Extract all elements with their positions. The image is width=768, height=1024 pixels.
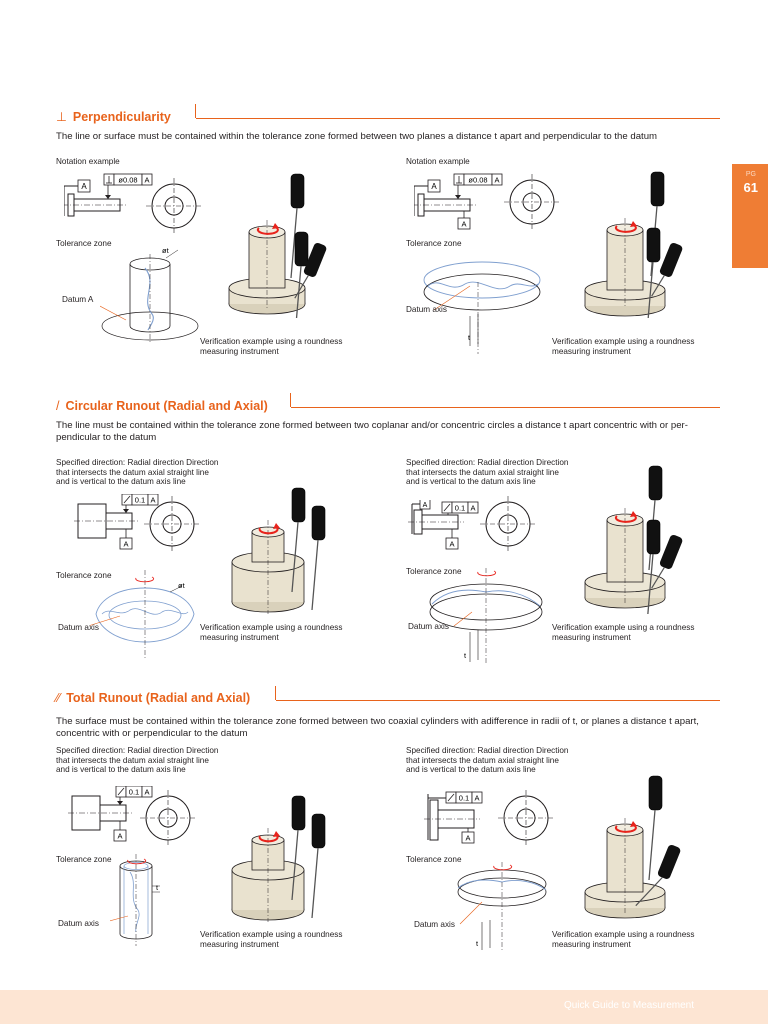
- page-tab: [732, 164, 768, 268]
- svg-text:t: t: [468, 333, 471, 342]
- datum-axis-label: Datum axis: [408, 622, 449, 631]
- tolerance-zone-label: Tolerance zone: [406, 239, 462, 248]
- svg-text:A: A: [470, 504, 475, 513]
- section-rule-tick: [275, 686, 276, 700]
- section-description: The surface must be contained within the…: [56, 716, 699, 739]
- notation-example-label: Notation example: [406, 157, 470, 166]
- verification-instrument-drawing: [228, 173, 327, 318]
- notation-drawing: A: [414, 173, 503, 230]
- section-title-perpendicularity: ⊥Perpendicularity: [56, 110, 171, 124]
- circular-runout-symbol-icon: /: [56, 399, 60, 413]
- notation-drawing: A 0.1 A A: [408, 500, 479, 550]
- datum-axis-label: Datum axis: [58, 919, 99, 928]
- svg-text:øt: øt: [178, 581, 186, 590]
- specified-direction-text: Specified direction: Radial direction Di…: [406, 746, 569, 775]
- section-title-total-runout: ⁄⁄Total Runout (Radial and Axial): [56, 691, 251, 705]
- tolerance-zone-label: Tolerance zone: [406, 567, 462, 576]
- notation-example-label: Notation example: [56, 157, 120, 166]
- verification-instrument-drawing: [584, 775, 681, 919]
- footer-bar: [0, 990, 768, 1024]
- svg-text:øt: øt: [162, 246, 170, 255]
- perpendicularity-symbol-icon: ⊥: [56, 110, 67, 124]
- end-view-drawing: [143, 495, 201, 553]
- tolerance-zone-coaxial-cylinders-drawing: t: [110, 854, 160, 946]
- datum-axis-label: Datum axis: [58, 623, 99, 632]
- tolerance-zone-label: Tolerance zone: [56, 239, 112, 248]
- datum-a-label: Datum A: [62, 295, 94, 304]
- tolerance-zone-planes-drawing: t: [429, 568, 543, 664]
- svg-text:A: A: [474, 794, 479, 803]
- tolerance-zone-planes-drawing: t: [457, 862, 547, 950]
- tolerance-zone-cylinder-drawing: øt: [100, 246, 199, 344]
- tolerance-zone-label: Tolerance zone: [56, 571, 112, 580]
- footer-title: Quick Guide to Measurement: [563, 1000, 694, 1011]
- total-runout-symbol-icon: ⁄⁄: [56, 691, 61, 705]
- verification-instrument-drawing: [231, 487, 326, 614]
- tolerance-zone-circles-drawing: øt: [90, 570, 195, 658]
- svg-text:0.1: 0.1: [459, 794, 469, 803]
- tolerance-zone-planes-drawing: t: [423, 261, 541, 354]
- svg-text:t: t: [464, 651, 467, 660]
- svg-text:t: t: [156, 883, 159, 892]
- notation-drawing: 0.1 A A: [424, 791, 483, 844]
- end-view-drawing: [503, 173, 561, 231]
- svg-text:A: A: [423, 502, 428, 509]
- end-view-drawing: [497, 789, 555, 847]
- end-view-drawing: [145, 177, 203, 235]
- section-description: The line must be contained within the to…: [56, 420, 688, 443]
- section-description: The line or surface must be contained wi…: [56, 131, 658, 142]
- specified-direction-text: Specified direction: Radial direction Di…: [406, 458, 569, 487]
- section-rule-tick: [195, 104, 196, 118]
- section-rule-tick: [290, 393, 291, 407]
- end-view-drawing: [479, 495, 537, 553]
- svg-text:A: A: [465, 834, 470, 843]
- datum-axis-label: Datum axis: [406, 305, 447, 314]
- svg-text:A: A: [461, 220, 466, 229]
- tolerance-zone-label: Tolerance zone: [406, 855, 462, 864]
- tolerance-zone-label: Tolerance zone: [56, 855, 112, 864]
- verification-instrument-drawing: [584, 171, 683, 318]
- verification-instrument-drawing: [584, 465, 683, 614]
- end-view-drawing: [139, 789, 197, 847]
- datum-axis-label: Datum axis: [414, 920, 455, 929]
- svg-text:A: A: [449, 540, 454, 549]
- svg-text:t: t: [476, 939, 479, 948]
- section-rule: [291, 407, 720, 408]
- specified-direction-text: Specified direction: Radial direction Di…: [56, 746, 219, 775]
- verification-instrument-drawing: [231, 795, 326, 922]
- page-tab-label: PG: [745, 171, 756, 178]
- section-rule: [196, 118, 720, 119]
- section-title-circular-runout: /Circular Runout (Radial and Axial): [56, 399, 268, 413]
- section-rule: [276, 700, 720, 701]
- specified-direction-text: Specified direction: Radial direction Di…: [56, 458, 219, 487]
- page-number: 61: [743, 180, 758, 195]
- svg-text:0.1: 0.1: [455, 504, 465, 513]
